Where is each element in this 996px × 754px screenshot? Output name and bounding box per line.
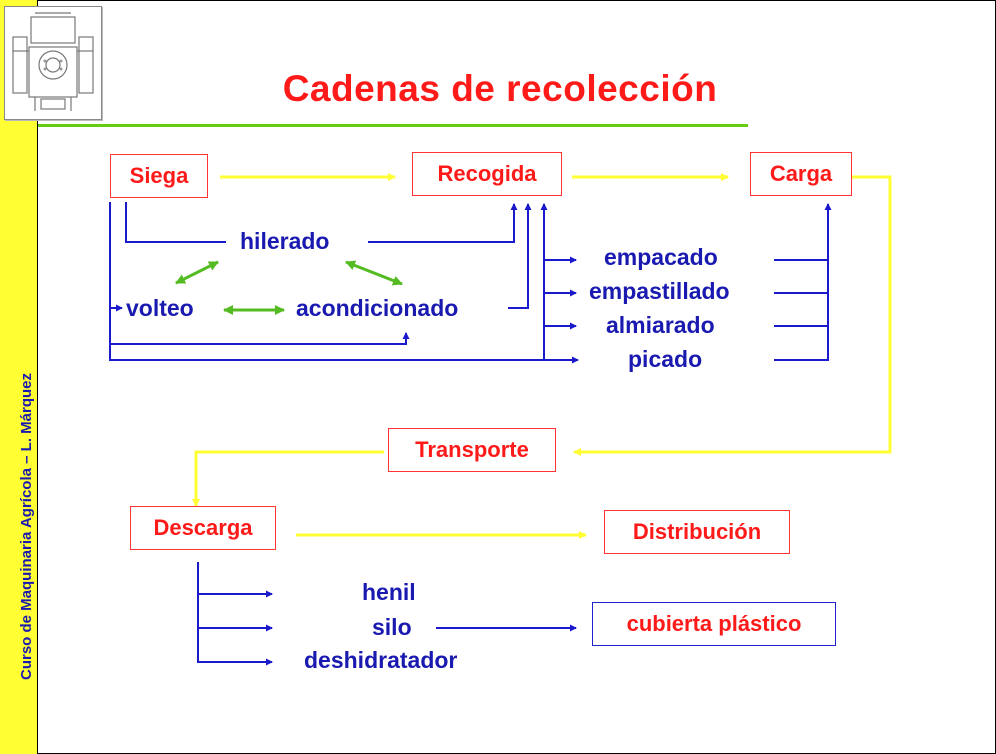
node-carga: Carga [750, 152, 852, 196]
label-empastillado: empastillado [589, 278, 730, 304]
node-cubierta-plastico: cubierta plástico [592, 602, 836, 646]
node-transporte: Transporte [388, 428, 556, 472]
label-hilerado: hilerado [240, 228, 330, 254]
title-divider [38, 124, 748, 127]
slide-title: Cadenas de recolección [282, 68, 718, 109]
label-empacado: empacado [604, 244, 718, 270]
label-picado: picado [628, 346, 703, 372]
node-siega: Siega [110, 154, 208, 198]
label-acondicionado: acondicionado [296, 295, 459, 321]
node-recogida: Recogida [412, 152, 562, 196]
label-henil: henil [362, 579, 416, 605]
node-descarga: Descarga [130, 506, 276, 550]
label-volteo: volteo [126, 295, 194, 321]
tractor-front-icon [4, 6, 102, 120]
sidebar: Curso de Maquinaria Agrícola – L. Márque… [0, 0, 38, 754]
node-distribucion: Distribución [604, 510, 790, 554]
label-almiarado: almiarado [606, 312, 715, 338]
label-silo: silo [372, 614, 412, 640]
label-deshidratador: deshidratador [304, 647, 458, 673]
